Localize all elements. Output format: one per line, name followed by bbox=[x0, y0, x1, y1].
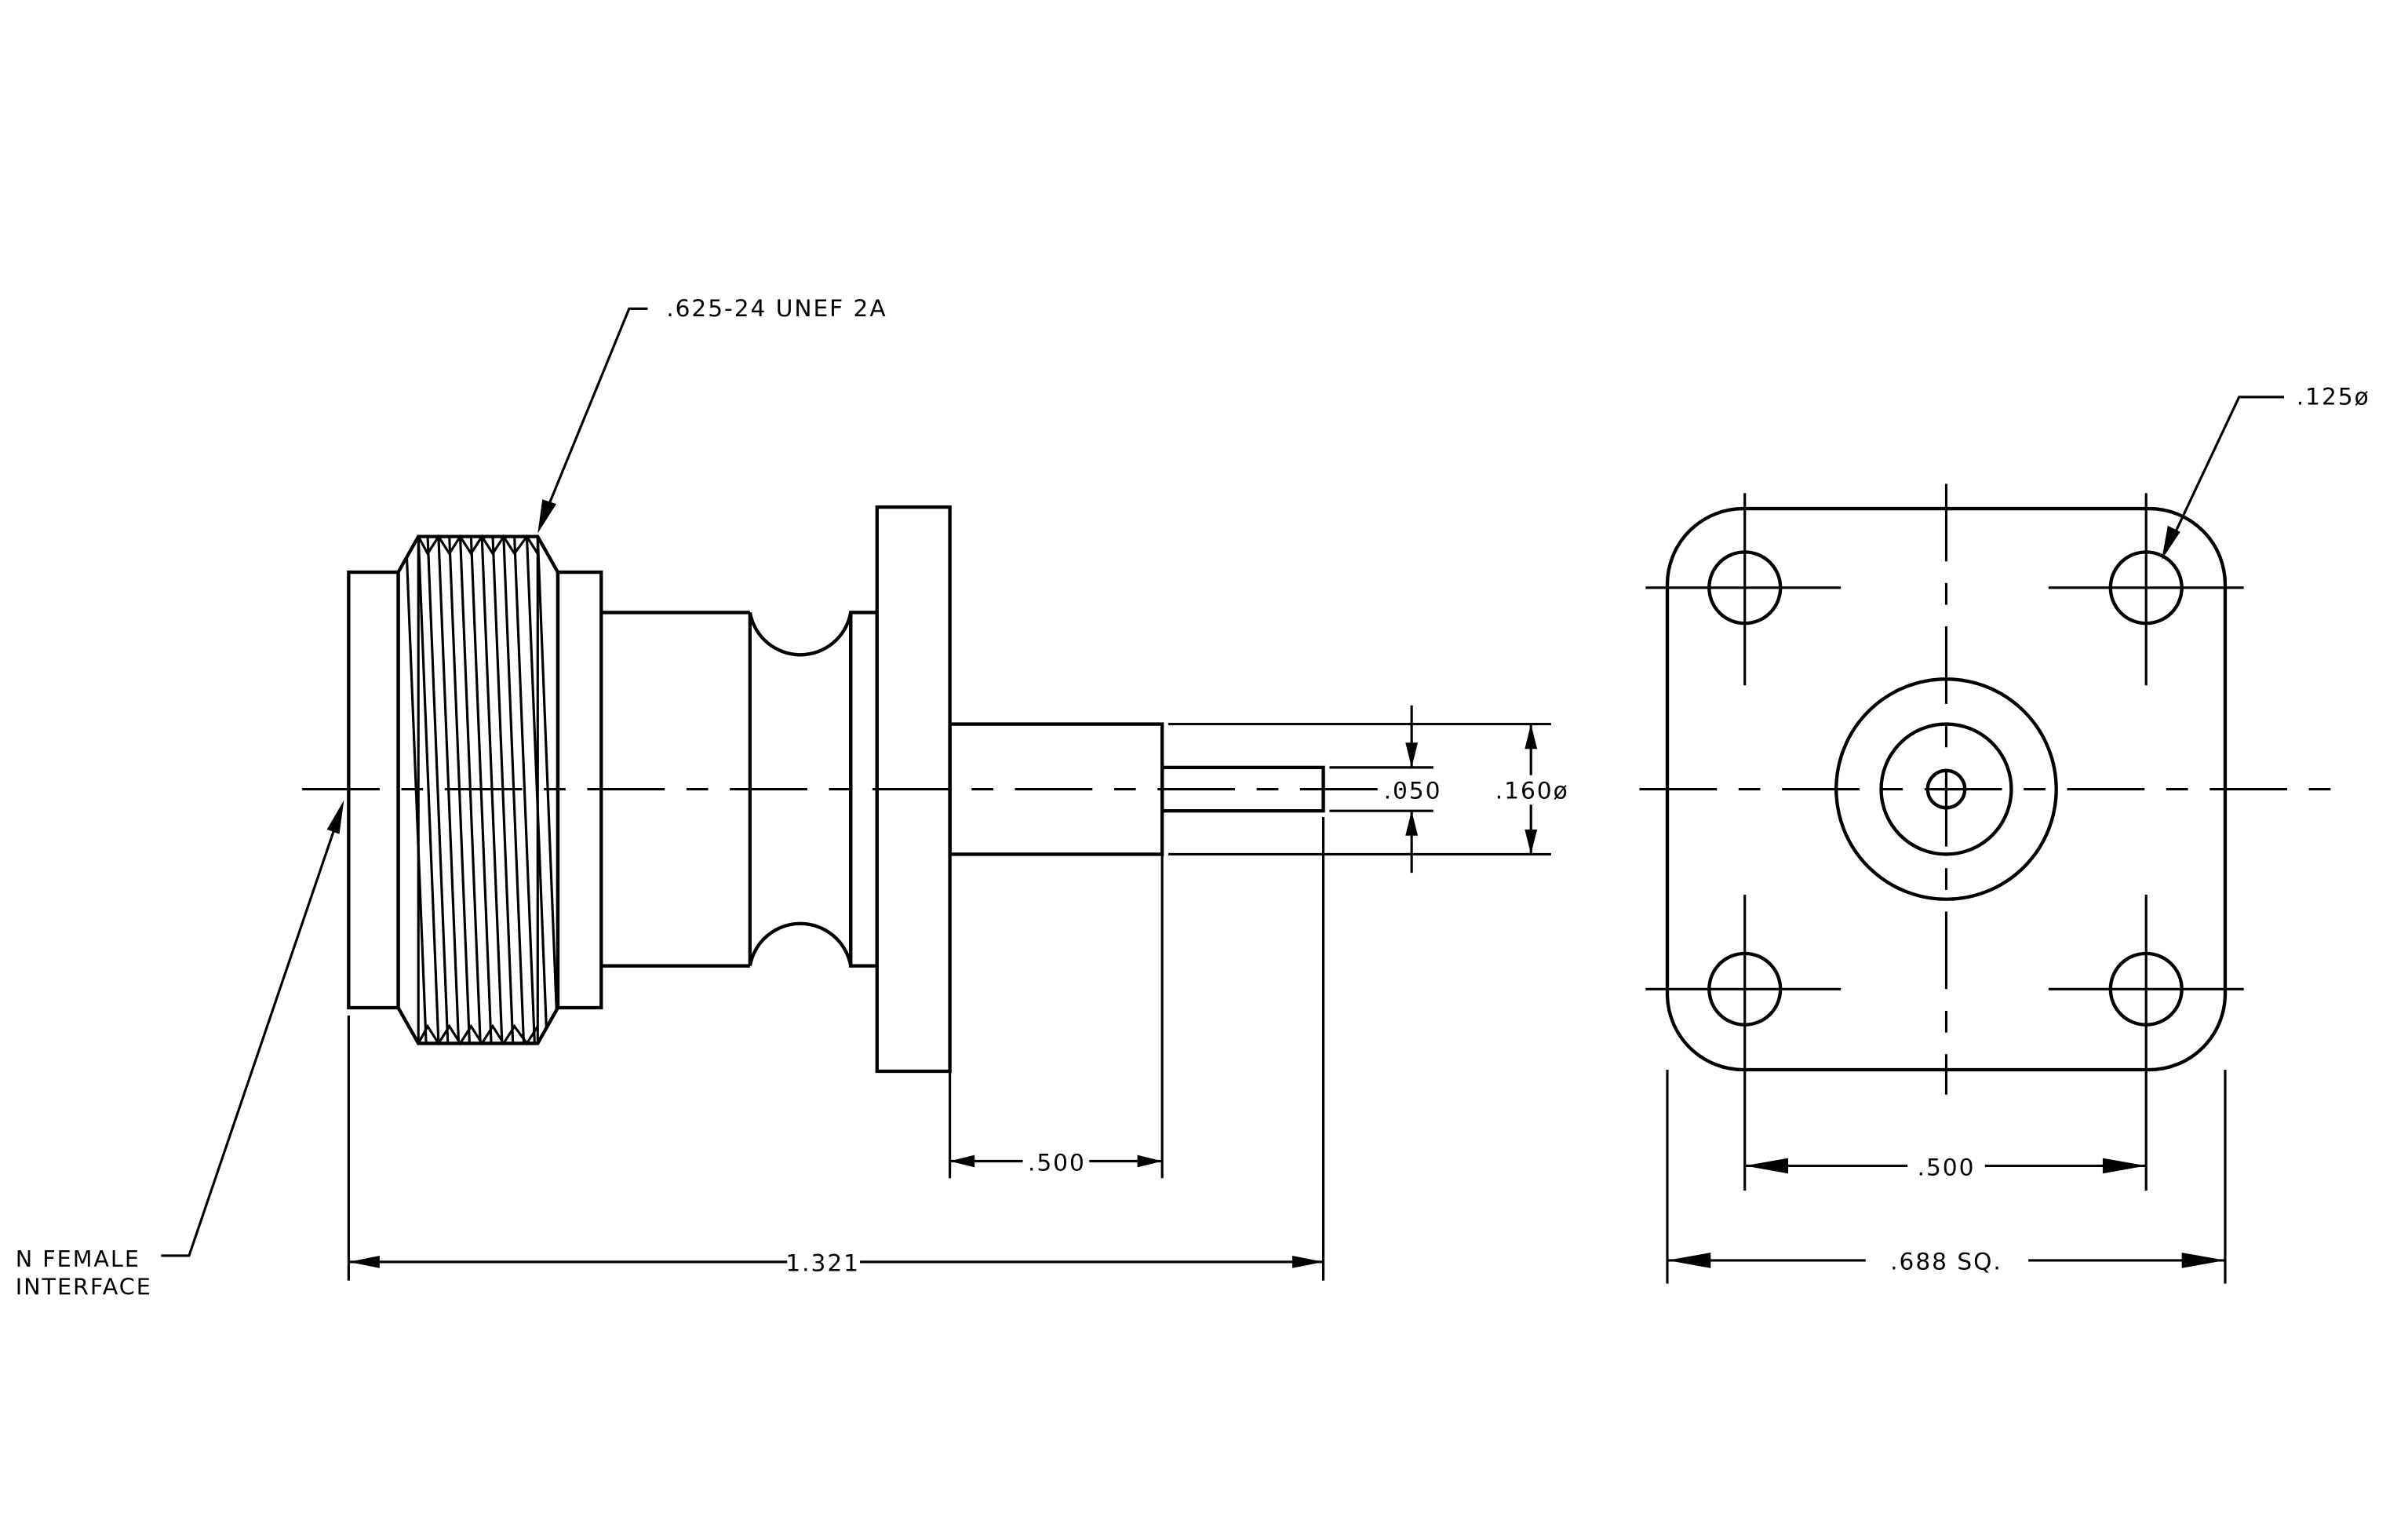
dielectric-dia-label: .160ø bbox=[1495, 777, 1569, 804]
side-view: .050 .160ø .500 1.321 bbox=[16, 295, 1569, 1300]
hole-dia-leader: .125ø bbox=[2161, 384, 2370, 560]
interface-label-line2: INTERFACE bbox=[16, 1273, 152, 1300]
stub-length-dimension: .500 bbox=[949, 854, 1164, 1179]
thread-section bbox=[396, 534, 560, 1046]
flange-size-label: .688 SQ. bbox=[1890, 1249, 2002, 1275]
overall-length-label: 1.321 bbox=[785, 1250, 860, 1277]
mounting-hole-bottom-right bbox=[2108, 951, 2184, 1027]
rear-collar bbox=[556, 570, 603, 1010]
pin-dia-label: .050 bbox=[1384, 777, 1442, 804]
flange-size-dimension: .688 SQ. bbox=[1666, 1069, 2227, 1284]
hole-spacing-dimension: .500 bbox=[1744, 1154, 2147, 1180]
thread-leader: .625-24 UNEF 2A bbox=[537, 295, 887, 534]
stub-length-label: .500 bbox=[1028, 1149, 1086, 1176]
connector-body bbox=[601, 611, 879, 968]
mounting-hole-top-left bbox=[1707, 550, 1783, 626]
center-pin bbox=[1160, 765, 1325, 813]
pin-dia-dimension: .050 bbox=[1384, 705, 1442, 874]
dielectric-face bbox=[1879, 722, 2013, 856]
overall-length-dimension: 1.321 bbox=[347, 817, 1325, 1281]
hole-dia-label: .125ø bbox=[2297, 384, 2370, 410]
hole-spacing-label: .500 bbox=[1918, 1154, 1976, 1180]
mounting-hole-top-right bbox=[2108, 550, 2184, 626]
center-contact bbox=[1925, 768, 1967, 810]
interface-leader: N FEMALE INTERFACE bbox=[16, 800, 344, 1300]
thread-spec-label: .625-24 UNEF 2A bbox=[666, 295, 887, 322]
front-view: .125ø .500 .688 SQ. bbox=[1639, 384, 2370, 1284]
dielectric-dia-dimension: .160ø bbox=[1495, 724, 1569, 855]
outer-boss bbox=[1834, 677, 2058, 901]
interface-label-line1: N FEMALE bbox=[16, 1246, 140, 1272]
mounting-hole-bottom-left bbox=[1707, 951, 1783, 1027]
